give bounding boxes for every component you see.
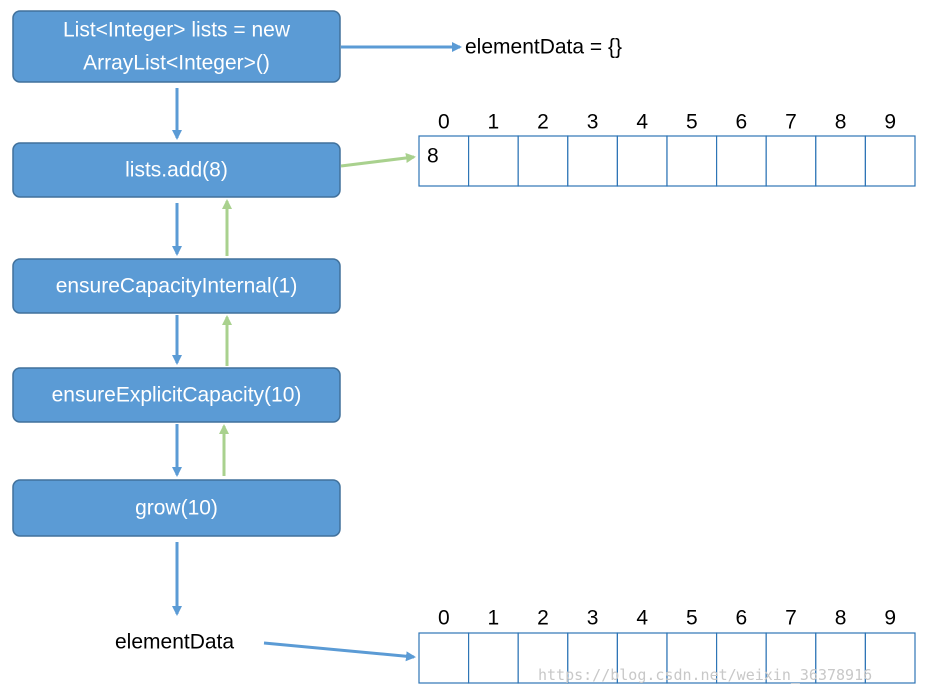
bottom-array-cell — [864, 632, 916, 684]
top-array-cell — [517, 135, 569, 187]
top-array-index-label: 2 — [537, 111, 549, 134]
watermark-text: https://blog.csdn.net/weixin_36378916 — [538, 666, 872, 684]
top-array-index-label: 1 — [488, 111, 500, 134]
constructor-box-line1: List<Integer> lists = new — [63, 19, 291, 42]
bottom-array-cell — [666, 632, 718, 684]
bottom-array-cell — [715, 632, 767, 684]
top-array: 0 8 1 2 3 4 5 6 7 8 9 — [418, 111, 916, 187]
add-box-label: lists.add(8) — [125, 159, 228, 182]
top-array-cell — [616, 135, 668, 187]
constructor-box: List<Integer> lists = new ArrayList<Inte… — [12, 10, 341, 83]
arrow-element-data-to-bottom-array — [263, 641, 416, 662]
bottom-array-cell — [517, 632, 569, 684]
ensure-explicit-capacity-label: ensureExplicitCapacity(10) — [52, 384, 302, 407]
bottom-array-index-label: 7 — [785, 607, 797, 630]
bottom-array-index-label: 0 — [438, 607, 450, 630]
constructor-box-line2: ArrayList<Integer>() — [83, 52, 270, 75]
ensure-capacity-internal-box: ensureCapacityInternal(1) — [12, 258, 341, 314]
top-array-cell-value: 8 — [427, 145, 439, 168]
top-array-index-label: 6 — [736, 111, 748, 134]
top-array-index-label: 3 — [587, 111, 599, 134]
bottom-array-cell — [418, 632, 470, 684]
top-array-cell — [815, 135, 866, 187]
bottom-array-index-label: 5 — [686, 607, 698, 630]
top-array-cell — [765, 135, 817, 187]
bottom-array-index-label: 6 — [736, 607, 748, 630]
ensure-capacity-internal-label: ensureCapacityInternal(1) — [56, 275, 298, 298]
grow-box: grow(10) — [12, 479, 341, 537]
top-array-index-label: 5 — [686, 111, 698, 134]
bottom-array-index-label: 8 — [835, 607, 847, 630]
bottom-array-index-label: 4 — [636, 607, 648, 630]
element-data-label: elementData — [115, 631, 234, 654]
top-array-cell — [864, 135, 916, 187]
initial-element-data-label: elementData = {} — [465, 36, 622, 59]
bottom-array-cell — [815, 632, 866, 684]
top-array-cell — [418, 135, 470, 187]
bottom-array-cell — [468, 632, 519, 684]
bottom-array: 0 1 2 3 4 5 6 7 8 9 — [418, 607, 916, 684]
ensure-explicit-capacity-box: ensureExplicitCapacity(10) — [12, 367, 341, 423]
top-array-cell — [468, 135, 519, 187]
bottom-array-cell — [765, 632, 817, 684]
top-array-cell — [666, 135, 718, 187]
top-array-cell — [715, 135, 767, 187]
bottom-array-index-label: 9 — [884, 607, 896, 630]
grow-box-label: grow(10) — [135, 497, 218, 520]
bottom-array-index-label: 1 — [488, 607, 500, 630]
top-array-cell — [567, 135, 618, 187]
add-box: lists.add(8) — [12, 142, 341, 198]
top-array-index-label: 7 — [785, 111, 797, 134]
top-array-index-label: 9 — [884, 111, 896, 134]
arrow-add-to-top-array — [340, 153, 416, 168]
top-array-index-label: 8 — [835, 111, 847, 134]
bottom-array-index-label: 2 — [537, 607, 549, 630]
top-array-index-label: 0 — [438, 111, 450, 134]
top-array-index-label: 4 — [636, 111, 648, 134]
bottom-array-index-label: 3 — [587, 607, 599, 630]
